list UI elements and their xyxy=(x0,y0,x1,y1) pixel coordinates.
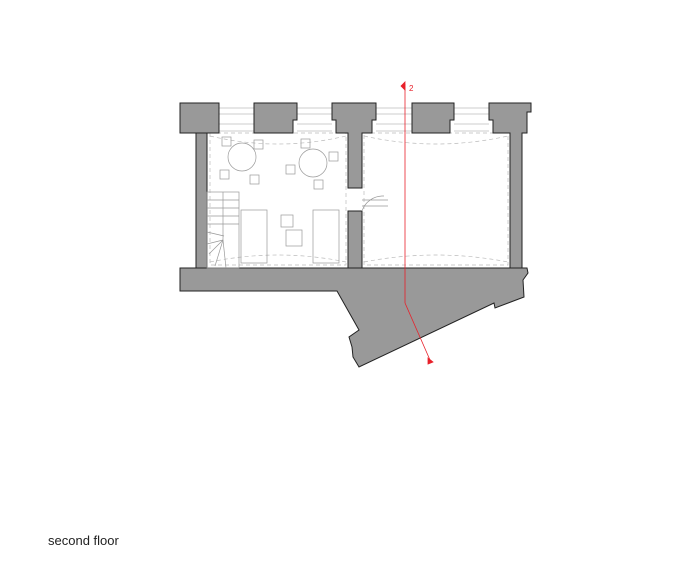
chair xyxy=(313,179,324,190)
sofa xyxy=(312,209,340,264)
chair xyxy=(328,151,339,162)
section-marker-label: 2 xyxy=(409,84,414,93)
chair xyxy=(300,138,311,149)
door-swing xyxy=(361,195,388,212)
furniture xyxy=(206,136,388,269)
round-table xyxy=(298,148,328,178)
chair xyxy=(249,174,260,185)
bottom-wall xyxy=(179,267,529,368)
left-wall xyxy=(195,132,208,269)
pier xyxy=(411,102,455,134)
windows xyxy=(219,107,489,132)
staircase xyxy=(206,191,240,269)
section-arrow-bottom xyxy=(427,357,434,365)
pier xyxy=(347,210,363,269)
chair xyxy=(253,139,264,150)
section-line xyxy=(400,81,434,365)
pier xyxy=(488,102,532,269)
walls xyxy=(179,102,532,368)
side-table xyxy=(280,214,294,228)
coffee-table xyxy=(285,229,303,247)
sofa xyxy=(240,209,268,264)
chair xyxy=(285,164,296,175)
round-table xyxy=(227,142,257,172)
chair xyxy=(221,136,232,147)
drawing-caption: second floor xyxy=(48,533,119,548)
section-arrow-top xyxy=(400,81,406,91)
chair xyxy=(219,169,230,180)
pier xyxy=(179,102,220,134)
pier xyxy=(253,102,298,134)
pier xyxy=(331,102,377,189)
